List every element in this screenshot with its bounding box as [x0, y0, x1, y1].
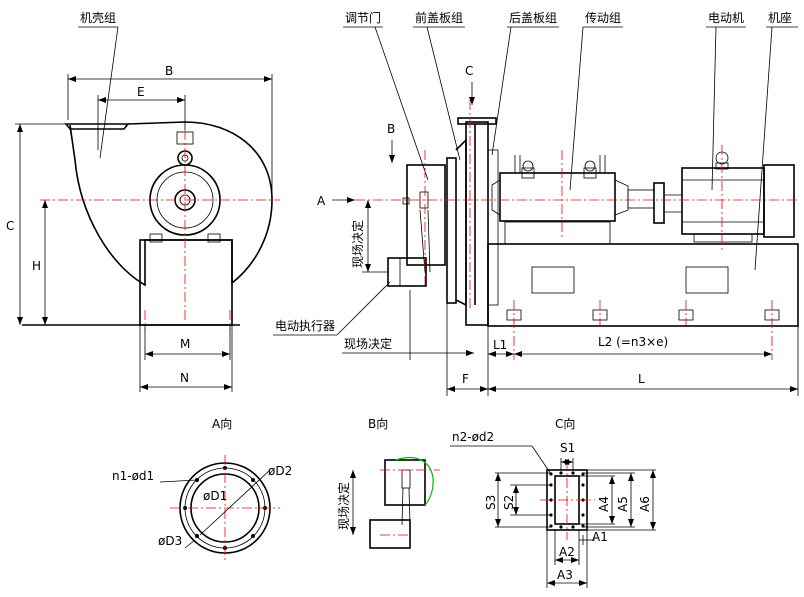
dim-L1-label: L1 — [493, 338, 507, 352]
coupling — [627, 189, 655, 209]
view-A-title: A向 — [212, 416, 232, 431]
base-window-2 — [685, 266, 729, 294]
rear-cover-label: 后盖板组 — [509, 11, 557, 25]
dim-L2-label: L2 (=n3×e) — [598, 335, 668, 349]
dim-M-label: M — [180, 337, 190, 351]
bearing-support — [504, 221, 611, 245]
view-B-site-decide: 现场决定 — [336, 482, 351, 530]
dim-E-label: E — [137, 85, 145, 99]
front-cover-label: 前盖板组 — [415, 10, 463, 25]
damper-body — [406, 164, 446, 266]
rear-cover-plate — [487, 149, 499, 306]
lifting-eye-1 — [522, 160, 534, 172]
dim-F-label: F — [462, 372, 469, 386]
base-label: 机座 — [768, 10, 792, 25]
view-C-bolt-holes — [549, 471, 585, 529]
base-window-1 — [531, 266, 575, 294]
motor-body — [681, 167, 765, 235]
arrow-C-label: C — [465, 64, 473, 78]
view-A-D1: øD1 — [203, 489, 227, 503]
view-C-A5: A5 — [616, 496, 630, 512]
view-C-title: C向 — [555, 416, 575, 431]
motor-foot — [693, 233, 753, 243]
view-C-S2: S2 — [502, 495, 516, 510]
view-B-actuator — [369, 519, 411, 549]
view-C-A1: A1 — [592, 530, 608, 544]
base-frame — [487, 243, 799, 327]
front-cover-plate — [446, 157, 457, 304]
arrow-A-label: A — [317, 194, 326, 208]
top-flange — [457, 117, 497, 125]
lifting-eye-2 — [584, 160, 596, 172]
dim-H-label: H — [32, 259, 41, 273]
dim-N-label: N — [180, 371, 189, 385]
fan-casing-scroll — [69, 121, 273, 287]
view-A: A向 n1-ød1 øD1 øD2 øD3 — [112, 416, 292, 560]
view-A-n1d1: n1-ød1 — [112, 469, 154, 483]
view-C-A4: A4 — [597, 496, 611, 512]
view-B-title: B向 — [368, 416, 388, 431]
pedestal — [139, 239, 233, 326]
view-B: B向 现场决定 — [336, 416, 440, 549]
site-decide-horizontal: 现场决定 — [344, 336, 392, 351]
motor-end-cover — [763, 164, 795, 238]
dim-B-label: B — [165, 64, 173, 78]
side-view: B E C H M N 机壳组 — [6, 11, 280, 392]
view-B-arc — [395, 457, 434, 506]
front-view: 调节门 前盖板组 后盖板组 传动组 电动机 机座 A B C — [273, 10, 800, 396]
dim-C-label: C — [6, 219, 14, 233]
view-C-A3: A3 — [557, 568, 573, 582]
view-C-S3: S3 — [484, 495, 498, 510]
view-A-D3: øD3 — [158, 534, 182, 548]
view-C-S1: S1 — [560, 441, 575, 455]
view-C-A2: A2 — [559, 545, 575, 559]
view-C-A6: A6 — [638, 496, 652, 512]
view-C-n2d2: n2-ød2 — [452, 430, 494, 444]
view-A-D2: øD2 — [268, 464, 292, 478]
drive-label: 传动组 — [585, 10, 621, 25]
site-decide-vertical: 现场决定 — [350, 220, 365, 268]
arrow-B-label: B — [387, 122, 395, 136]
casing-outlet — [465, 121, 489, 326]
coupling-flange — [653, 182, 665, 224]
view-B-damper — [384, 459, 426, 506]
damper-label: 调节门 — [345, 10, 381, 25]
motor-label: 电动机 — [708, 11, 744, 25]
bearing-housing-side — [499, 172, 616, 222]
actuator-label: 电动执行器 — [275, 319, 335, 333]
outlet-flange — [64, 123, 130, 130]
view-C: C向 n2-ød2 S1 S2 S3 — [450, 416, 656, 588]
dim-L-label: L — [638, 372, 645, 386]
casing-label: 机壳组 — [80, 11, 116, 25]
